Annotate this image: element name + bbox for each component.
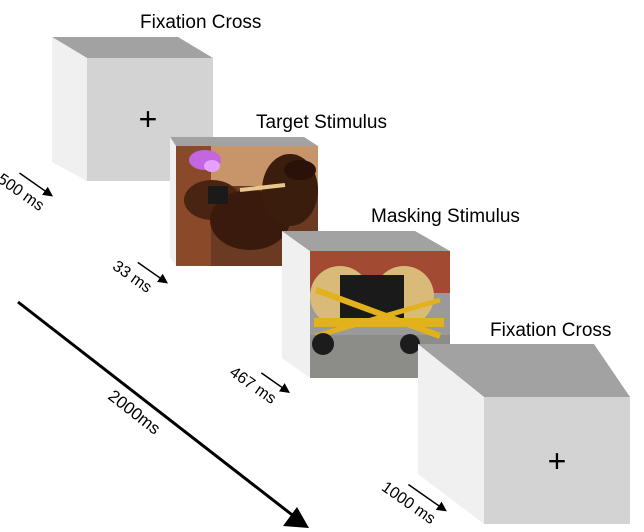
- duration-label-500: 500 ms: [0, 171, 54, 215]
- box-top-face: [170, 137, 318, 146]
- frame-title-masking: Masking Stimulus: [371, 206, 520, 227]
- total-time-arrow: [17, 300, 301, 523]
- box-side-face: [418, 344, 484, 524]
- duration-arrow: [137, 261, 169, 284]
- duration-label-33: 33 ms: [109, 258, 169, 297]
- box-top-face: [282, 231, 450, 251]
- frame-title-fixation-1: Fixation Cross: [140, 12, 261, 33]
- box-side-face: [52, 37, 87, 181]
- box-top-face: [52, 37, 213, 58]
- total-time-indicator: 2000ms: [17, 300, 309, 528]
- duration-arrow: [407, 483, 447, 512]
- box-top-face: [418, 344, 630, 397]
- frame-title-fixation-2: Fixation Cross: [490, 320, 611, 341]
- fixation-cross-symbol: +: [139, 101, 158, 137]
- duration-arrow: [260, 372, 290, 393]
- duration-arrow: [19, 172, 54, 197]
- duration-text: 467 ms: [226, 364, 279, 408]
- duration-label-467: 467 ms: [226, 364, 290, 408]
- duration-text: 1000 ms: [378, 479, 438, 528]
- duration-text: 500 ms: [0, 171, 47, 215]
- fixation-cross-symbol: +: [548, 443, 567, 479]
- duration-text: 33 ms: [109, 258, 154, 297]
- box-side-face: [170, 137, 176, 266]
- total-time-arrowhead: [283, 507, 309, 528]
- box-side-face: [282, 231, 310, 378]
- frame-title-target: Target Stimulus: [256, 112, 387, 133]
- box-front-face: [484, 397, 630, 524]
